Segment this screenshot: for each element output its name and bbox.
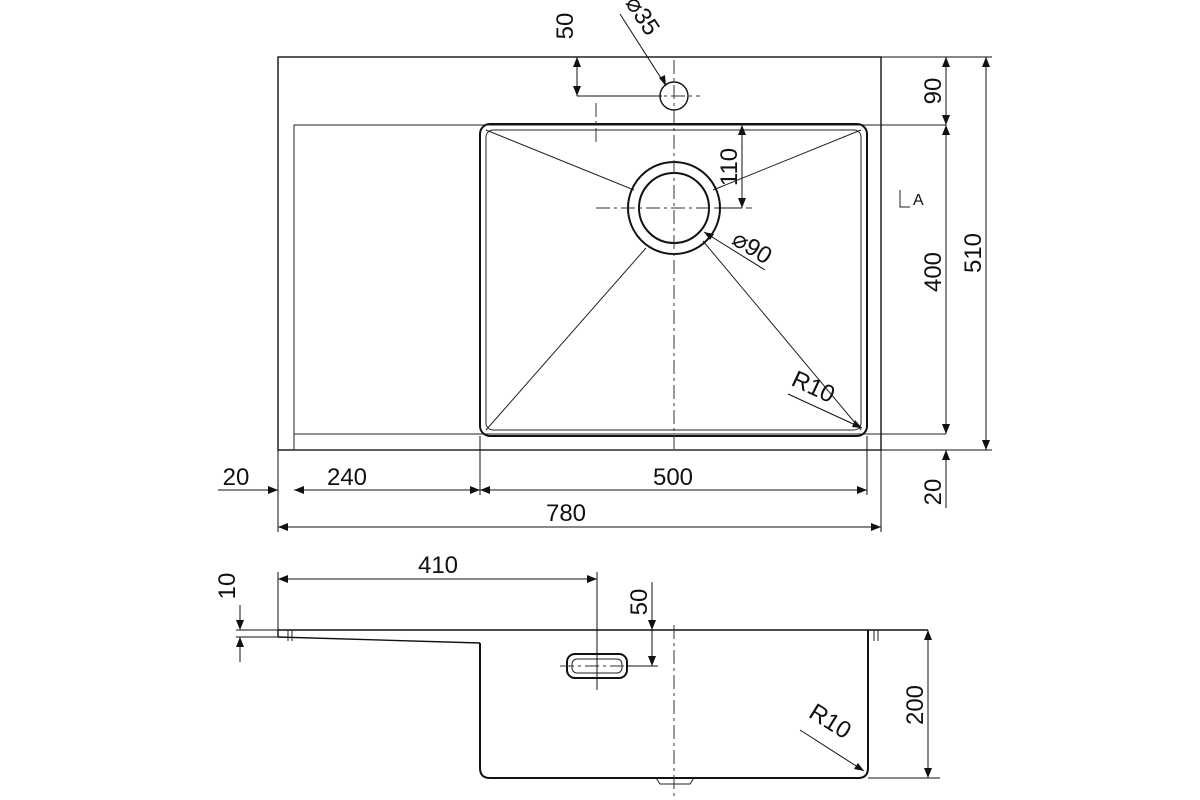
slope-line-top-right [712, 129, 862, 191]
rim-thickness-label: 10 [214, 573, 241, 600]
top-view: 50 ⌀35 90 400 510 20 110 [218, 0, 992, 532]
front-rim-label: 20 [920, 479, 947, 506]
overflow-offset-label: 410 [418, 552, 458, 579]
sink-rim-outline [293, 124, 946, 450]
tap-offset-label: 50 [552, 13, 579, 40]
section-mark-symbol [899, 190, 910, 208]
overflow-height-label: 50 [626, 589, 653, 616]
side-view: 410 50 10 200 R10 [214, 552, 940, 800]
corner-radius-label: R10 [788, 366, 839, 409]
bowl-depth-label: 400 [920, 252, 947, 292]
slope-line-bottom-right [702, 240, 862, 431]
bowl-width-label: 500 [653, 464, 693, 491]
drain-diameter-label: ⌀90 [727, 225, 776, 270]
left-rim-label: 20 [223, 464, 250, 491]
back-margin-label: 90 [920, 78, 947, 105]
tap-hole-label: ⌀35 [620, 0, 665, 41]
drainboard-width-label: 240 [327, 464, 367, 491]
section-mark-label: A [913, 192, 924, 209]
overall-depth-label: 510 [960, 233, 987, 273]
bowl-height-label: 200 [902, 685, 929, 725]
overall-width-label: 780 [546, 500, 586, 527]
drain-stub [655, 777, 695, 785]
slope-line-bottom-left [485, 247, 647, 431]
drain-offset-label: 110 [716, 148, 743, 186]
slope-line-top-left [485, 129, 635, 191]
